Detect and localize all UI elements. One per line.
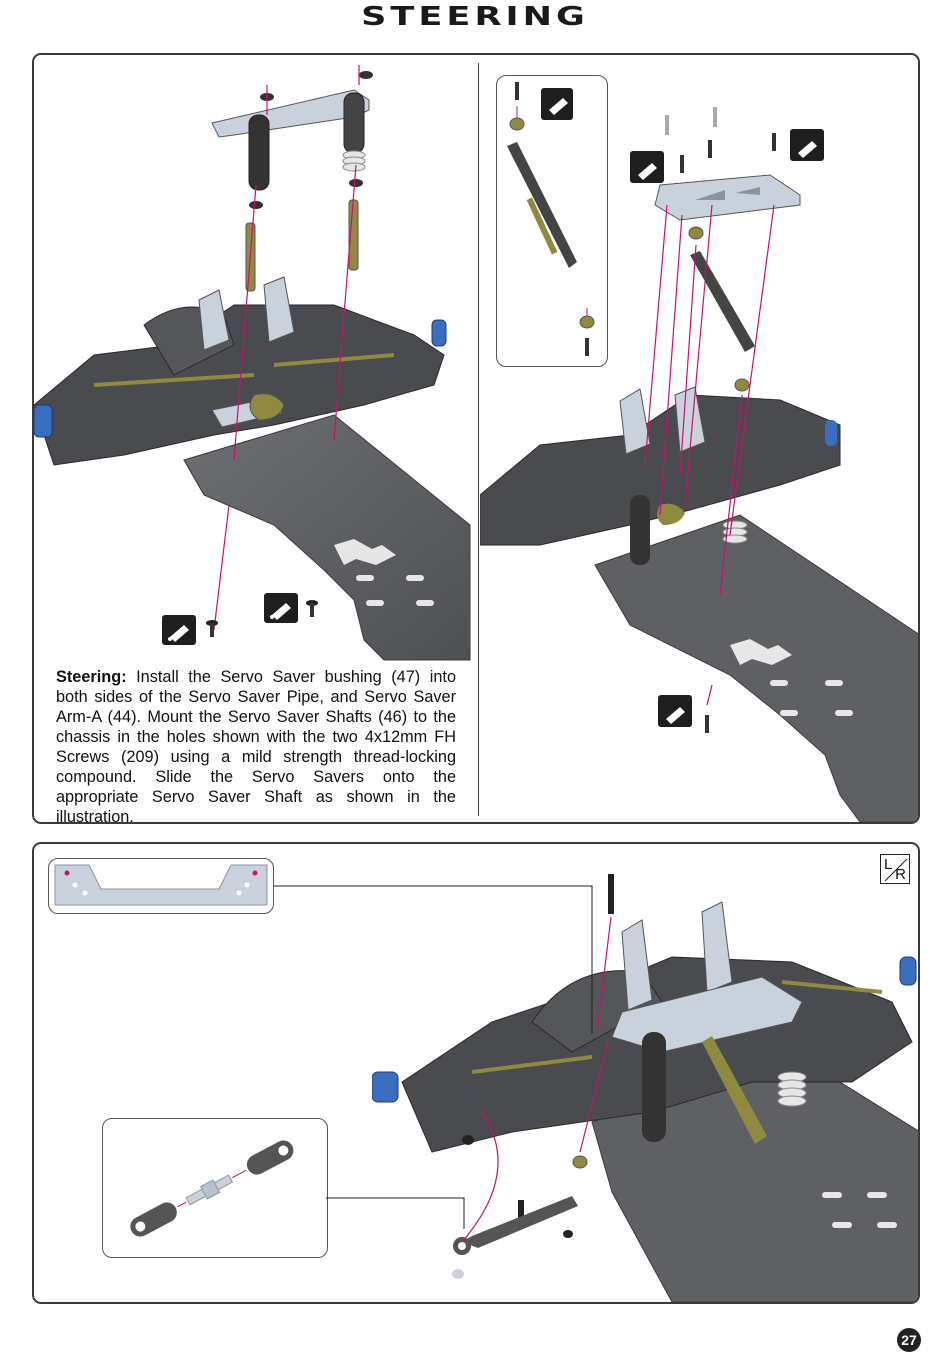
steering-link-inset: [496, 75, 608, 367]
lr-right-letter: R: [895, 866, 906, 883]
thread-lock-compound-icon: [630, 151, 664, 183]
installed-steering-assembly-illustration: [372, 874, 918, 1302]
instruction-text: Steering: Install the Servo Saver bushin…: [56, 667, 457, 824]
thread-lock-compound-icon: [658, 695, 692, 727]
thread-lock-compound-icon: [541, 88, 573, 120]
page-title: STEERING: [361, 2, 589, 32]
front-bulkhead: [198, 289, 230, 351]
thread-lock-compound-icon: [790, 129, 824, 161]
top-instruction-panel: Steering: Install the Servo Saver bushin…: [32, 53, 920, 824]
thread-lock-compound-icon: [162, 615, 196, 645]
steering-plate-illustration: [480, 107, 918, 822]
thread-lock-compound-icon: [264, 593, 298, 623]
panel-divider: [478, 63, 479, 816]
turnbuckle-exploded-inset: [102, 1118, 328, 1258]
page-number: 27: [897, 1328, 921, 1352]
spring: [342, 150, 366, 172]
fh-screw: [206, 620, 218, 637]
chassis-plate: [594, 514, 918, 822]
right-hub: [431, 319, 447, 347]
fh-screw: [306, 600, 318, 617]
turnbuckle-exploded-view: [130, 1140, 294, 1237]
instruction-heading: Steering:: [56, 668, 127, 686]
steering-plate: [654, 174, 801, 221]
bottom-instruction-panel: L R: [32, 842, 920, 1304]
left-right-symmetry-icon: L R: [880, 854, 910, 884]
steering-plate-top-view: [54, 864, 268, 906]
steering-plate-callout: [48, 858, 274, 914]
servo-saver-pipe: [248, 114, 270, 191]
steering-link-exploded-view: [507, 82, 595, 356]
chassis-plate: [183, 414, 471, 661]
servo-saver-illustration: [34, 65, 471, 661]
instruction-body: Install the Servo Saver bushing (47) int…: [56, 668, 457, 824]
left-hub: [34, 404, 53, 438]
lr-left-letter: L: [884, 856, 893, 873]
